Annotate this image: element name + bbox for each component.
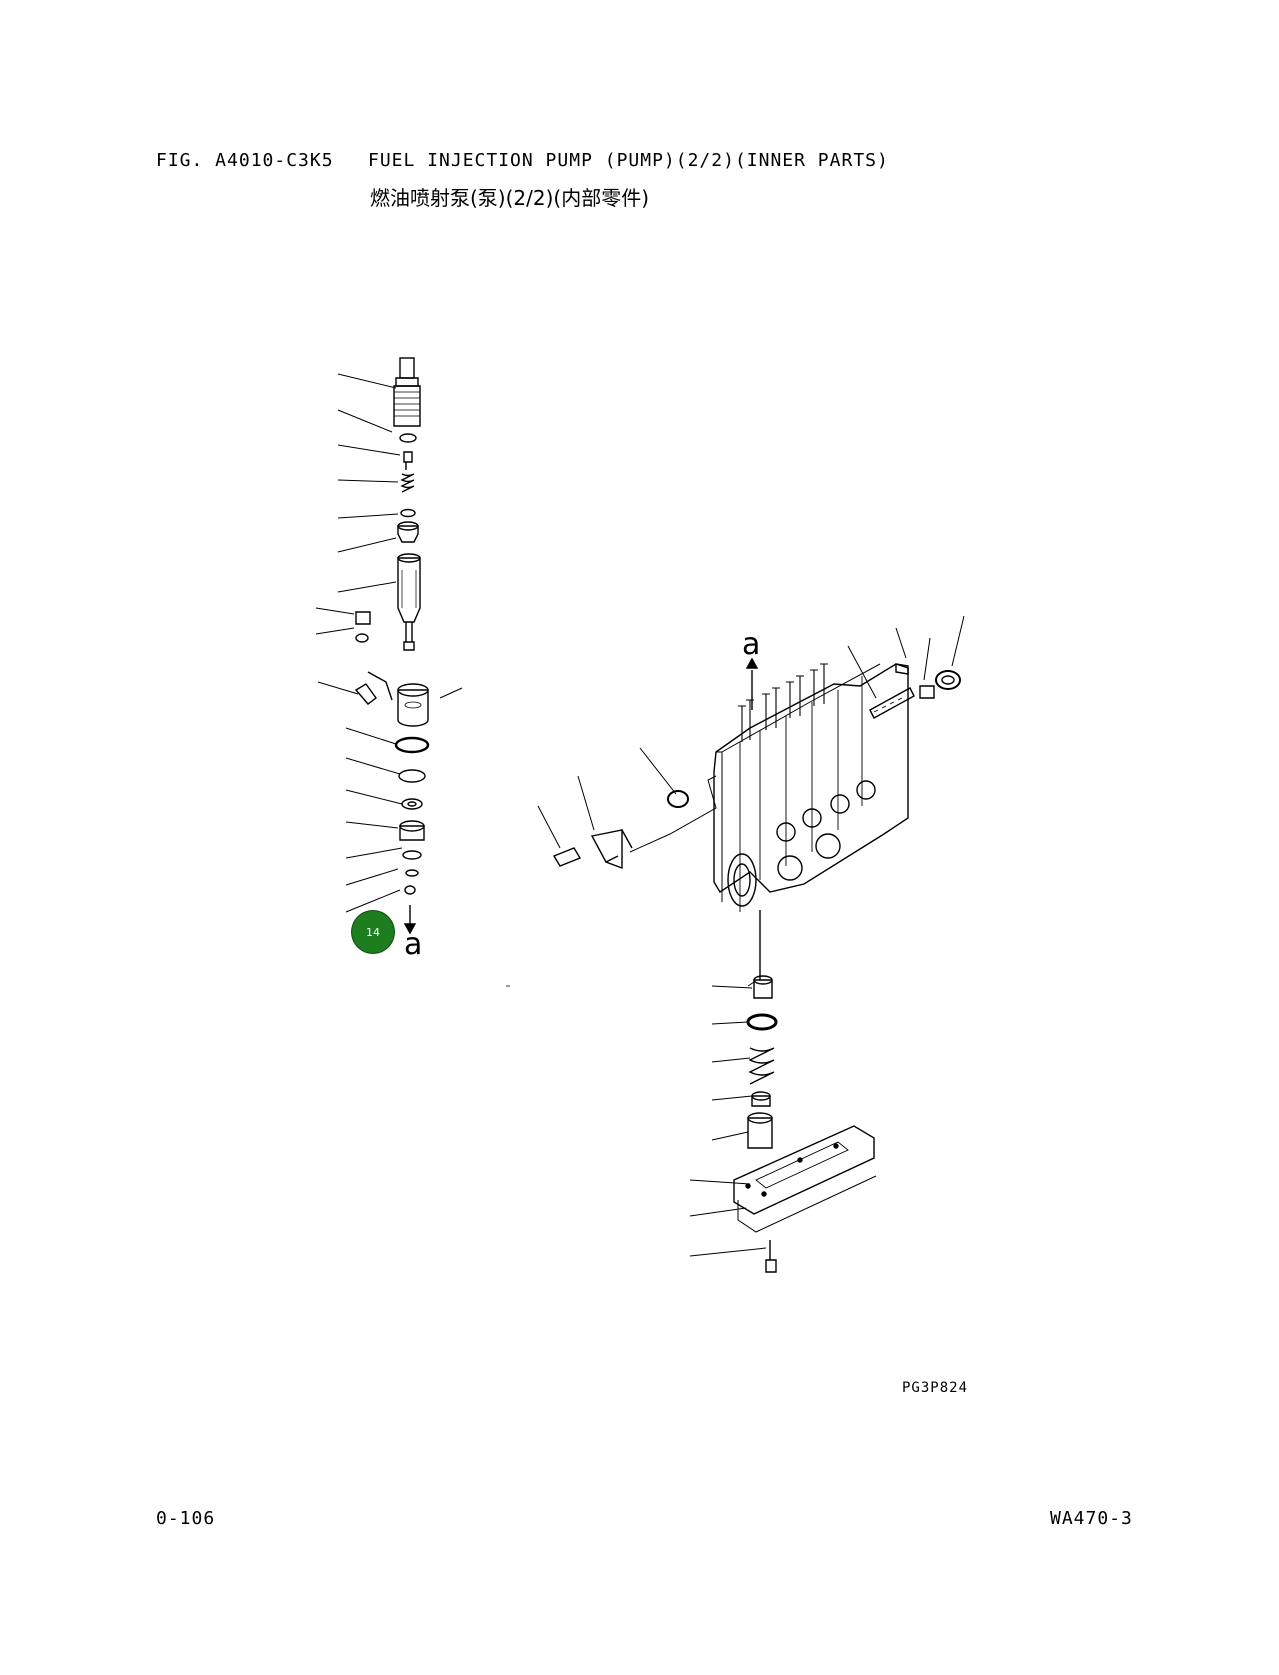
machine-model: WA470-3 xyxy=(1050,1508,1133,1529)
page-number: 0-106 xyxy=(156,1508,216,1529)
lower-parts-stack xyxy=(689,975,877,1273)
figure-title-en: FUEL INJECTION PUMP (PUMP)(2/2)(INNER PA… xyxy=(368,150,889,171)
left-parts-stack xyxy=(315,357,463,935)
figure-title-cn: 燃油喷射泵(泵)(2/2)(内部零件) xyxy=(370,186,650,210)
reference-mark-bottom: a xyxy=(404,927,422,962)
callout-badge[interactable]: 14 xyxy=(352,911,394,953)
reference-mark-top: a xyxy=(742,627,760,662)
pump-housing xyxy=(713,657,915,980)
figure-id: FIG. A4010-C3K5 xyxy=(156,150,334,171)
image-code: PG3P824 xyxy=(902,1380,969,1396)
upper-right-parts xyxy=(847,615,965,699)
bracket-and-bolt xyxy=(537,747,717,870)
